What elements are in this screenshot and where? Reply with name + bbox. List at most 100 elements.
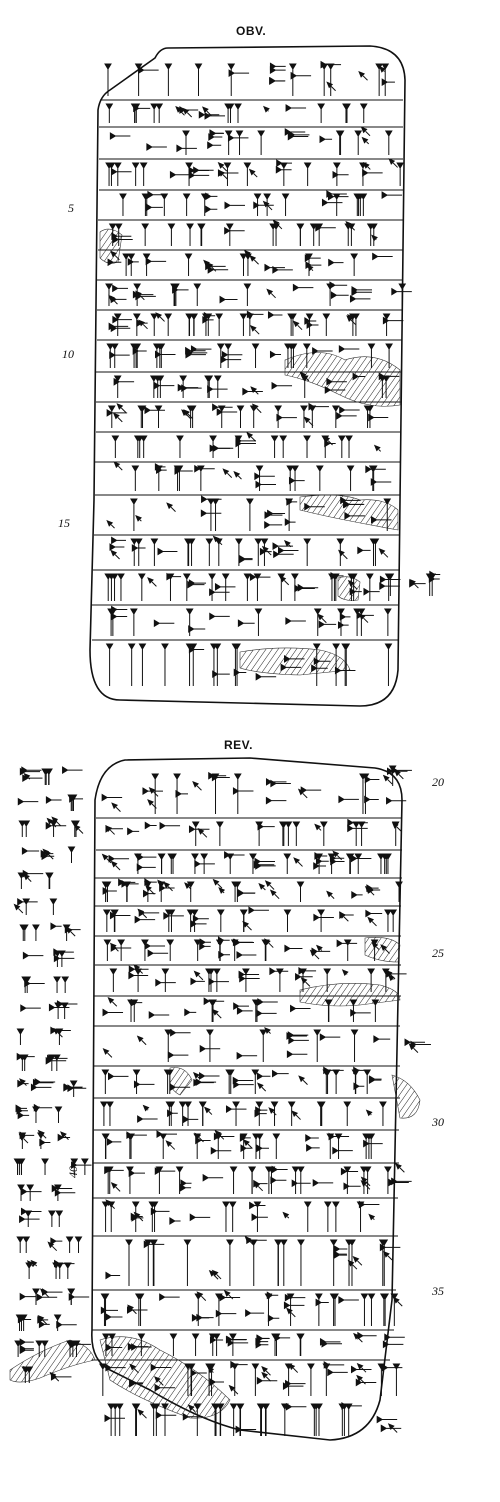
cuneiform-wedge [216, 909, 225, 932]
cuneiform-wedge [337, 435, 346, 458]
cuneiform-wedge [258, 882, 266, 891]
cuneiform-wedge [390, 1293, 399, 1326]
cuneiform-wedge [150, 538, 159, 566]
cuneiform-wedge [205, 538, 214, 566]
cuneiform-wedge [288, 476, 305, 485]
cuneiform-wedge [368, 1213, 376, 1221]
cuneiform-wedge [47, 1054, 56, 1071]
cuneiform-wedge [224, 201, 245, 210]
cuneiform-wedge [117, 573, 125, 601]
cuneiform-wedge [217, 169, 239, 177]
cuneiform-wedge [248, 168, 258, 178]
cuneiform-wedge [270, 1101, 279, 1126]
cuneiform-wedge [345, 435, 353, 458]
cuneiform-wedge [236, 1403, 245, 1436]
cuneiform-wedge [365, 1109, 373, 1117]
cuneiform-wedge [134, 968, 142, 992]
cuneiform-wedge [249, 405, 258, 428]
cuneiform-wedge [255, 1101, 264, 1126]
cuneiform-wedge [209, 999, 217, 1022]
cuneiform-wedge [387, 974, 395, 982]
cuneiform-wedge [198, 110, 220, 119]
cuneiform-wedge [182, 1115, 199, 1124]
cuneiform-wedge [35, 1340, 44, 1357]
cuneiform-wedge [109, 351, 130, 359]
cuneiform-wedge [106, 343, 115, 368]
cuneiform-wedge [211, 1269, 222, 1280]
cuneiform-wedge [212, 670, 230, 679]
cuneiform-wedge [279, 575, 290, 586]
cuneiform-wedge [251, 1363, 260, 1396]
cuneiform-wedge [371, 515, 392, 524]
cuneiform-wedge [383, 498, 392, 531]
cuneiform-wedge [130, 498, 138, 531]
cuneiform-wedge [25, 1366, 34, 1383]
cuneiform-wedge [372, 252, 393, 261]
cuneiform-wedge [228, 1384, 239, 1395]
cuneiform-wedge [47, 1241, 58, 1252]
cuneiform-wedge [373, 1035, 391, 1043]
cuneiform-wedge [211, 498, 220, 531]
cuneiform-wedge [305, 1134, 319, 1142]
cuneiform-wedge [61, 976, 70, 993]
cuneiform-wedge [361, 136, 370, 145]
cuneiform-wedge [142, 787, 163, 795]
cuneiform-wedge [352, 313, 360, 336]
cuneiform-wedge [159, 884, 175, 892]
cuneiform-wedge [114, 223, 123, 246]
cuneiform-wedge [113, 162, 122, 186]
cuneiform-wedge [55, 1262, 64, 1279]
cuneiform-wedge [225, 1105, 247, 1113]
cuneiform-wedge [245, 313, 254, 336]
cuneiform-wedge [283, 853, 292, 874]
cuneiform-wedge [343, 1182, 361, 1191]
cuneiform-wedge [32, 924, 40, 941]
cuneiform-wedge [365, 909, 383, 918]
cuneiform-wedge [149, 375, 158, 398]
cuneiform-wedge [194, 860, 215, 868]
cuneiform-wedge [187, 580, 205, 589]
cuneiform-wedge [211, 773, 220, 814]
cuneiform-wedge [167, 1109, 178, 1118]
cuneiform-wedge [285, 1379, 306, 1388]
cuneiform-wedge [363, 405, 372, 428]
cuneiform-wedge [136, 1035, 147, 1046]
cuneiform-wedge [380, 944, 390, 954]
cuneiform-wedge [386, 767, 408, 776]
cuneiform-wedge [276, 159, 292, 168]
cuneiform-wedge [326, 890, 335, 899]
cuneiform-wedge [188, 625, 206, 633]
cuneiform-wedge [55, 1210, 64, 1227]
cuneiform-wedge [377, 1363, 386, 1396]
cuneiform-wedge [74, 1236, 83, 1253]
cuneiform-wedge [153, 619, 175, 628]
cuneiform-wedge [24, 979, 45, 988]
cuneiform-wedge [147, 577, 157, 587]
cuneiform-wedge [256, 1009, 277, 1018]
cuneiform-wedge [126, 1306, 148, 1314]
cuneiform-wedge [157, 343, 166, 368]
cuneiform-wedge [256, 1144, 269, 1153]
cuneiform-wedge [357, 546, 371, 555]
cuneiform-wedge [128, 1169, 145, 1178]
cuneiform-wedge [227, 134, 249, 142]
cuneiform-wedge [243, 283, 252, 306]
line-number-15: 15 [58, 516, 70, 530]
cuneiform-wedge [109, 543, 125, 551]
cuneiform-wedge [34, 1078, 56, 1086]
cuneiform-wedge [169, 1333, 178, 1356]
cuneiform-wedge [62, 766, 83, 774]
cuneiform-wedge [266, 288, 276, 299]
cuneiform-wedge [191, 1333, 200, 1356]
cuneiform-wedge [105, 825, 115, 835]
cuneiform-wedge [224, 226, 245, 235]
cuneiform-wedge [395, 881, 403, 902]
cuneiform-wedge [300, 786, 322, 795]
cuneiform-wedge [288, 130, 310, 139]
cuneiform-wedge [106, 519, 115, 529]
cuneiform-wedge [127, 257, 139, 266]
cuneiform-wedge [323, 1360, 345, 1369]
cuneiform-wedge [326, 81, 336, 92]
cuneiform-wedge [187, 1363, 195, 1396]
cuneiform-wedge [133, 104, 151, 113]
